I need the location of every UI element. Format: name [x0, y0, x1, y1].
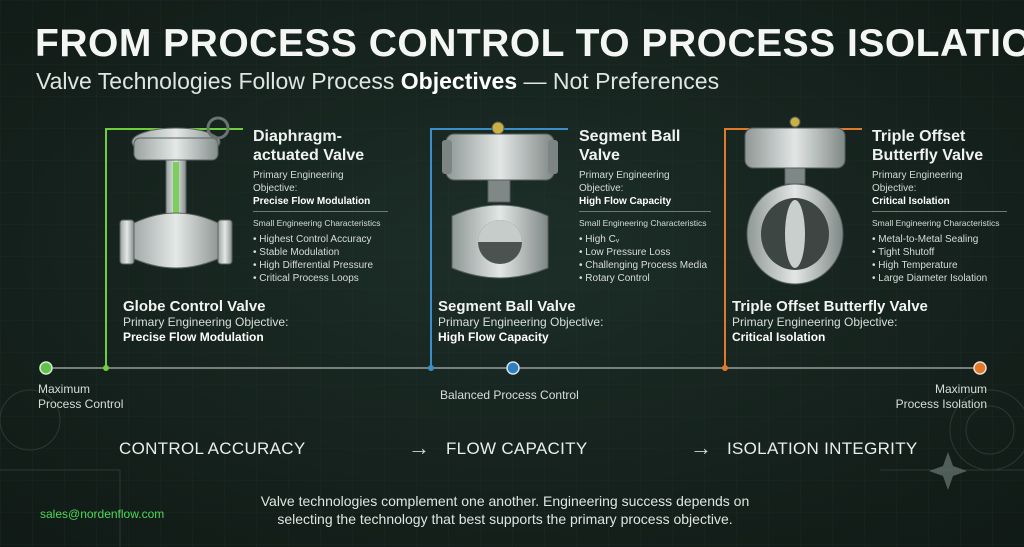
valve-2-panel: Segment Ball Valve Primary Engineering O…: [579, 127, 711, 285]
footer-text: Valve technologies complement one anothe…: [260, 493, 750, 527]
spectrum-isolation-integrity: ISOLATION INTEGRITY: [727, 439, 918, 458]
valve-2-name: Segment Ball Valve: [579, 128, 681, 164]
valve-1-lower-objective-label: Primary Engineering Objective:: [123, 315, 289, 329]
axis-label-center: Balanced Process Control: [440, 388, 579, 402]
axis-marker-1: [103, 365, 109, 371]
valve-3-summary: Triple Offset Butterfly Valve Primary En…: [732, 298, 928, 345]
valve-3-objective: Critical Isolation: [872, 196, 950, 207]
list-item: High Differential Pressure: [253, 259, 388, 272]
valve-1-panel: Diaphragm-actuated Valve Primary Enginee…: [253, 127, 388, 285]
spectrum-flow-capacity: FLOW CAPACITY: [446, 439, 588, 458]
valve-1-lower-objective: Precise Flow Modulation: [123, 330, 264, 344]
valve-1-characteristics-label: Small Engineering Characteristics: [253, 218, 381, 228]
valve-2-lower-objective: High Flow Capacity: [438, 330, 549, 344]
axis-dot-isolation: [973, 361, 987, 375]
sparkle-icon: [929, 452, 967, 490]
list-item: Tight Shutoff: [872, 246, 1007, 259]
valve-3-characteristics-label: Small Engineering Characteristics: [872, 218, 1000, 228]
valve-2-characteristics: High Cᵥ Low Pressure Loss Challenging Pr…: [579, 233, 711, 285]
list-item: High Cᵥ: [579, 233, 711, 246]
arrow-right-icon: →: [690, 435, 712, 460]
divider: [872, 211, 1007, 212]
page-title: FROM PROCESS CONTROL TO PROCESS ISOLATIO…: [35, 22, 1024, 65]
list-item: Low Pressure Loss: [579, 246, 711, 259]
valve-3-panel: Triple Offset Butterfly Valve Primary En…: [872, 127, 1007, 285]
valve-3-lower-objective: Critical Isolation: [732, 330, 826, 344]
globe-control-valve-icon: [119, 116, 233, 269]
list-item: High Temperature: [872, 259, 1007, 272]
triple-offset-butterfly-valve-icon: [744, 116, 846, 285]
list-item: Large Diameter Isolation: [872, 272, 1007, 285]
axis-dot-balanced: [506, 361, 520, 375]
valve-1-characteristics: Highest Control Accuracy Stable Modulati…: [253, 233, 388, 285]
valve-2-characteristics-label: Small Engineering Characteristics: [579, 218, 707, 228]
valve-3-characteristics: Metal-to-Metal Sealing Tight Shutoff Hig…: [872, 233, 1007, 285]
valve-3-lower-name: Triple Offset Butterfly Valve: [732, 298, 928, 315]
valve-1-lower-name: Globe Control Valve: [123, 298, 266, 315]
valve-3-name: Triple Offset Butterfly Valve: [872, 128, 984, 164]
contact-email[interactable]: sales@nordenflow.com: [40, 507, 165, 521]
valve-2-objective: High Flow Capacity: [579, 196, 672, 207]
valve-1-objective: Precise Flow Modulation: [253, 196, 371, 207]
page-subtitle: Valve Technologies Follow Process Object…: [36, 68, 720, 94]
list-item: Rotary Control: [579, 272, 711, 285]
valve-3-objective-label: Primary Engineering Objective:: [872, 170, 963, 194]
axis-dot-control: [39, 361, 53, 375]
valve-1-objective-label: Primary Engineering Objective:: [253, 170, 344, 194]
axis-marker-2: [428, 365, 434, 371]
valve-2-lower-objective-label: Primary Engineering Objective:: [438, 315, 604, 329]
valve-1-name: Diaphragm-actuated Valve: [253, 128, 365, 164]
arrow-right-icon: →: [408, 435, 430, 460]
valve-2-summary: Segment Ball Valve Primary Engineering O…: [438, 298, 603, 345]
list-item: Critical Process Loops: [253, 272, 388, 285]
list-item: Stable Modulation: [253, 246, 388, 259]
spectrum-control-accuracy: CONTROL ACCURACY: [119, 439, 306, 458]
valve-3-lower-objective-label: Primary Engineering Objective:: [732, 315, 898, 329]
valve-1-summary: Globe Control Valve Primary Engineering …: [123, 298, 288, 345]
divider: [253, 211, 388, 212]
list-item: Challenging Process Media: [579, 259, 711, 272]
list-item: Highest Control Accuracy: [253, 233, 388, 246]
divider: [579, 211, 711, 212]
process-axis: [39, 361, 987, 375]
valve-2-lower-name: Segment Ball Valve: [438, 298, 576, 315]
list-item: Metal-to-Metal Sealing: [872, 233, 1007, 246]
segment-ball-valve-icon: [442, 121, 558, 279]
axis-marker-3: [722, 365, 728, 371]
valve-2-objective-label: Primary Engineering Objective:: [579, 170, 670, 194]
